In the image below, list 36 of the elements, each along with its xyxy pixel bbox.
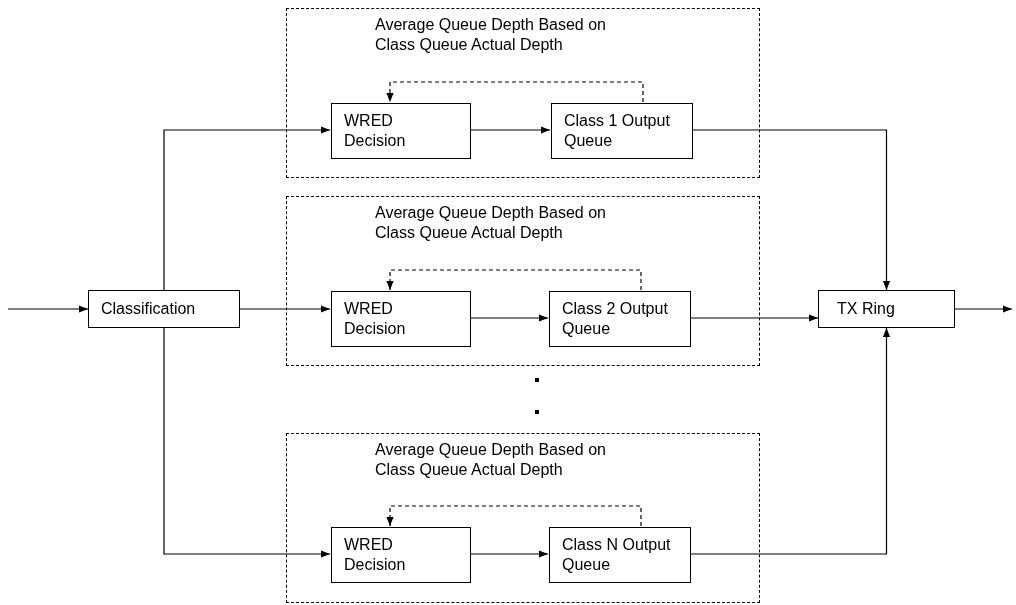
arrow xyxy=(386,505,642,527)
arrow xyxy=(386,269,642,291)
dashed-group-box xyxy=(286,433,760,603)
arrow xyxy=(386,81,644,103)
process-box xyxy=(551,103,693,159)
arrow xyxy=(691,129,891,291)
box-label: WRED Decision xyxy=(344,299,407,339)
process-box xyxy=(549,291,691,347)
arrow xyxy=(7,305,89,313)
box-label: Classification xyxy=(101,299,196,319)
box-label: TX Ring xyxy=(837,299,895,319)
process-box xyxy=(88,290,240,328)
box-label: Class 1 Output Queue xyxy=(564,111,671,151)
process-box xyxy=(331,291,471,347)
dashed-group-box xyxy=(286,196,760,366)
group-heading: Average Queue Depth Based on Class Queue Actual Depth xyxy=(375,15,607,55)
box-label: Class 2 Output Queue xyxy=(562,299,669,339)
arrow xyxy=(163,126,331,291)
box-label: Class N Output Queue xyxy=(562,535,672,575)
dashed-group-box xyxy=(286,8,760,178)
arrow xyxy=(689,327,891,555)
process-box xyxy=(331,103,471,159)
group-heading: Average Queue Depth Based on Class Queue Actual Depth xyxy=(375,203,607,243)
box-label: WRED Decision xyxy=(344,111,407,151)
arrow xyxy=(469,550,549,558)
group-heading: Average Queue Depth Based on Class Queue Actual Depth xyxy=(375,440,607,480)
arrow xyxy=(469,314,549,322)
arrow xyxy=(239,305,331,313)
box-label: WRED Decision xyxy=(344,535,407,575)
arrow xyxy=(954,305,1013,313)
process-box xyxy=(331,527,471,583)
process-box xyxy=(818,290,955,328)
arrow xyxy=(163,327,331,558)
arrow xyxy=(469,126,551,134)
process-box xyxy=(549,527,691,583)
arrow xyxy=(689,314,819,322)
